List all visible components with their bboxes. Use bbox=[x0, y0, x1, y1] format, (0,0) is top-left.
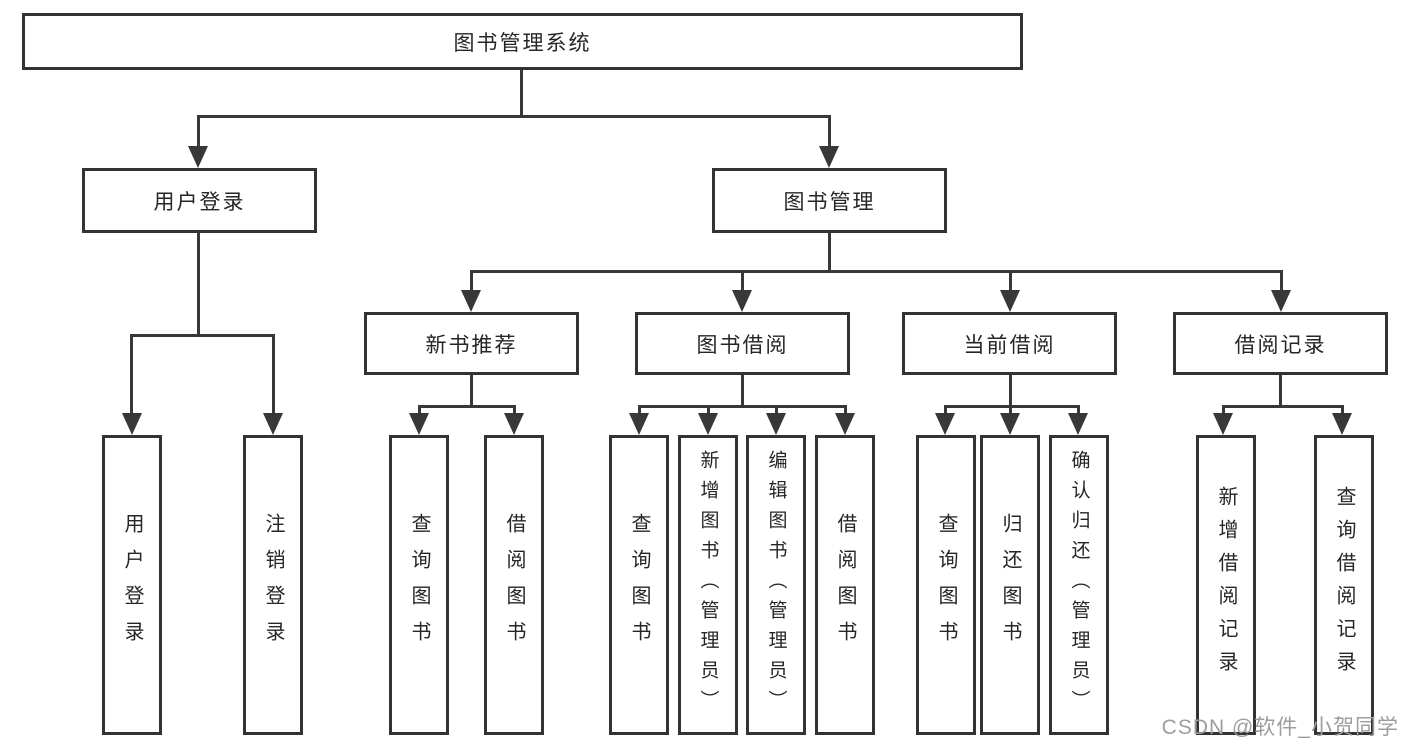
leaf-user-login: 用户登录 bbox=[102, 435, 162, 735]
leaf-edit-book-admin-label: 编辑图书（管理员） bbox=[765, 450, 787, 720]
leaf-add-book-admin-label: 新增图书（管理员） bbox=[697, 450, 719, 720]
arrowhead-g3-1 bbox=[629, 413, 649, 435]
connector-g3-drop-3 bbox=[775, 405, 778, 415]
leaf-user-login-label: 用户登录 bbox=[121, 513, 143, 657]
connector-g5-stem bbox=[1279, 375, 1282, 408]
leaf-confirm-return-admin: 确认归还（管理员） bbox=[1049, 435, 1109, 735]
connector-book-mgmt-drop bbox=[828, 115, 831, 149]
leaf-query-borrow-record-label: 查询借阅记录 bbox=[1333, 486, 1355, 684]
arrowhead-g4-2 bbox=[1000, 413, 1020, 435]
leaf-logout-label: 注销登录 bbox=[262, 513, 284, 657]
arrowhead-g2-2 bbox=[504, 413, 524, 435]
connector-root-stem bbox=[520, 70, 523, 118]
connector-g3-drop-1 bbox=[638, 405, 641, 415]
node-library-system-label: 图书管理系统 bbox=[453, 31, 592, 55]
connector-g4-stem bbox=[1009, 375, 1012, 408]
arrowhead-g4-1 bbox=[935, 413, 955, 435]
leaf-add-borrow-record-label: 新增借阅记录 bbox=[1215, 486, 1237, 684]
connector-g5-drop-2 bbox=[1341, 405, 1344, 415]
leaf-logout: 注销登录 bbox=[243, 435, 303, 735]
watermark: CSDN @软件_小贺同学 bbox=[1161, 716, 1399, 739]
node-new-book-recommend-label: 新书推荐 bbox=[425, 333, 518, 357]
connector-g1-rail bbox=[130, 334, 275, 337]
leaf-borrow-books-recommend-label: 借阅图书 bbox=[503, 513, 525, 657]
leaf-query-books-borrow: 查询图书 bbox=[609, 435, 669, 735]
connector-g4-drop-3 bbox=[1077, 405, 1080, 415]
leaf-query-books-current-label: 查询图书 bbox=[935, 513, 957, 657]
arrowhead-g2-1 bbox=[409, 413, 429, 435]
node-new-book-recommend: 新书推荐 bbox=[364, 312, 579, 375]
connector-g2-rail bbox=[418, 405, 516, 408]
connector-g5-drop-1 bbox=[1222, 405, 1225, 415]
connector-g3-drop-2 bbox=[707, 405, 710, 415]
arrowhead-g3-3 bbox=[766, 413, 786, 435]
leaf-query-books-current: 查询图书 bbox=[916, 435, 976, 735]
connector-l3-drop-1 bbox=[470, 270, 473, 294]
connector-l3-rail bbox=[470, 270, 1283, 273]
connector-g2-drop-2 bbox=[513, 405, 516, 415]
leaf-borrow-books-borrow-label: 借阅图书 bbox=[834, 513, 856, 657]
node-user-login: 用户登录 bbox=[82, 168, 317, 233]
leaf-query-books-borrow-label: 查询图书 bbox=[628, 513, 650, 657]
leaf-query-borrow-record: 查询借阅记录 bbox=[1314, 435, 1374, 735]
arrowhead-user-login bbox=[188, 146, 208, 168]
connector-g1-stem bbox=[197, 233, 200, 337]
connector-g3-stem bbox=[741, 375, 744, 408]
connector-level2-rail bbox=[197, 115, 831, 118]
connector-user-login-drop bbox=[197, 115, 200, 149]
leaf-query-books-recommend-label: 查询图书 bbox=[408, 513, 430, 657]
node-book-management-label: 图书管理 bbox=[783, 190, 876, 214]
arrowhead-book-mgmt bbox=[819, 146, 839, 168]
connector-l3-stem bbox=[828, 233, 831, 273]
node-user-login-label: 用户登录 bbox=[153, 190, 246, 214]
connector-g5-rail bbox=[1222, 405, 1344, 408]
arrowhead-g5-2 bbox=[1332, 413, 1352, 435]
arrowhead-g3-4 bbox=[835, 413, 855, 435]
connector-g3-drop-4 bbox=[844, 405, 847, 415]
arrowhead-current-borrow bbox=[1000, 290, 1020, 312]
arrowhead-book-borrow bbox=[732, 290, 752, 312]
leaf-return-book: 归还图书 bbox=[980, 435, 1040, 735]
leaf-confirm-return-admin-label: 确认归还（管理员） bbox=[1068, 450, 1090, 720]
arrowhead-g1-2 bbox=[263, 413, 283, 435]
leaf-query-books-recommend: 查询图书 bbox=[389, 435, 449, 735]
connector-l3-drop-2 bbox=[741, 270, 744, 294]
connector-g2-stem bbox=[470, 375, 473, 408]
connector-g4-drop-1 bbox=[944, 405, 947, 415]
connector-g3-rail bbox=[638, 405, 847, 408]
node-borrow-records-label: 借阅记录 bbox=[1234, 333, 1327, 357]
node-book-borrow: 图书借阅 bbox=[635, 312, 850, 375]
leaf-borrow-books-recommend: 借阅图书 bbox=[484, 435, 544, 735]
connector-g2-drop-1 bbox=[418, 405, 421, 415]
arrowhead-g3-2 bbox=[698, 413, 718, 435]
leaf-return-book-label: 归还图书 bbox=[999, 513, 1021, 657]
connector-g4-rail bbox=[944, 405, 1080, 408]
arrowhead-new-book bbox=[461, 290, 481, 312]
node-library-system: 图书管理系统 bbox=[22, 13, 1023, 70]
arrowhead-g5-1 bbox=[1213, 413, 1233, 435]
arrowhead-g4-3 bbox=[1068, 413, 1088, 435]
connector-g4-drop-2 bbox=[1009, 405, 1012, 415]
node-current-borrow: 当前借阅 bbox=[902, 312, 1117, 375]
leaf-add-borrow-record: 新增借阅记录 bbox=[1196, 435, 1256, 735]
connector-l3-drop-4 bbox=[1280, 270, 1283, 294]
arrowhead-borrow-records bbox=[1271, 290, 1291, 312]
node-book-borrow-label: 图书借阅 bbox=[696, 333, 789, 357]
leaf-edit-book-admin: 编辑图书（管理员） bbox=[746, 435, 806, 735]
leaf-borrow-books-borrow: 借阅图书 bbox=[815, 435, 875, 735]
connector-g1-drop-1 bbox=[130, 334, 133, 414]
node-book-management: 图书管理 bbox=[712, 168, 947, 233]
arrowhead-g1-1 bbox=[122, 413, 142, 435]
node-current-borrow-label: 当前借阅 bbox=[963, 333, 1056, 357]
connector-g1-drop-2 bbox=[272, 334, 275, 414]
node-borrow-records: 借阅记录 bbox=[1173, 312, 1388, 375]
connector-l3-drop-3 bbox=[1009, 270, 1012, 294]
leaf-add-book-admin: 新增图书（管理员） bbox=[678, 435, 738, 735]
